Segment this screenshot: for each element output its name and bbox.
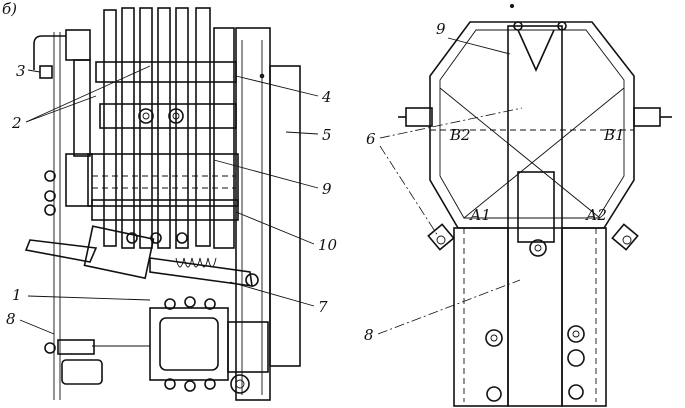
marking-b1: В1 (603, 126, 625, 144)
spring-assembly (24, 225, 259, 287)
callout-4: 4 (321, 88, 332, 106)
coil-assembly (44, 296, 269, 394)
callout-2: 2 (11, 114, 22, 132)
callout-6: 6 (366, 130, 376, 148)
left-leg (453, 227, 509, 407)
callout-8-right: 8 (364, 326, 374, 344)
callout-9-left: 9 (322, 180, 332, 198)
right-leg (561, 227, 607, 407)
top-terminal (65, 29, 91, 61)
marking-b2: В2 (449, 126, 471, 144)
marking-a2: А2 (585, 206, 607, 224)
upper-crossbar (95, 61, 237, 83)
callout-1: 1 (12, 286, 22, 304)
left-rod (73, 59, 91, 157)
main-body (87, 153, 239, 207)
callout-8-left: 8 (6, 310, 16, 328)
left-terminal (405, 107, 433, 127)
callout-10: 10 (318, 236, 338, 254)
callout-9-right: 9 (436, 20, 446, 38)
front-view: В2 В1 А1 А2 9 6 8 (364, 4, 672, 407)
middle-crossbar (99, 103, 237, 129)
central-column (507, 25, 563, 407)
left-bracket (65, 153, 93, 207)
callout-7: 7 (318, 298, 328, 316)
right-terminal (633, 107, 661, 127)
mounting-plate (269, 65, 301, 367)
callout-3: 3 (16, 62, 26, 80)
side-view: 3 2 1 8 4 5 9 10 7 (6, 7, 338, 401)
lower-crossbar (91, 199, 239, 221)
marking-a1: А1 (469, 206, 491, 224)
callout-5: 5 (322, 126, 332, 144)
panel-label: б) (2, 0, 17, 18)
